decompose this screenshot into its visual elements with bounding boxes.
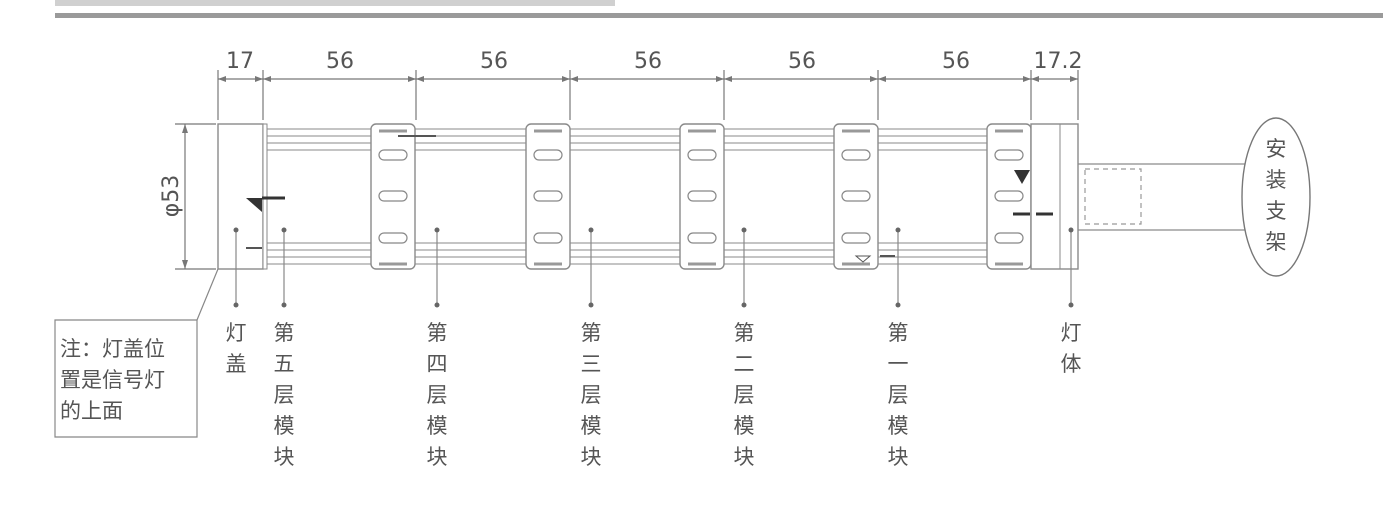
dim-module-3: 56 bbox=[634, 49, 662, 74]
clamp-slot bbox=[994, 190, 1024, 202]
label-module-4: 第四层模块 bbox=[427, 321, 448, 469]
bracket-tube bbox=[1078, 163, 1258, 231]
leader-dots bbox=[233, 227, 1074, 308]
note-text: 注：灯盖位置是信号灯的上面 bbox=[60, 337, 165, 423]
part-labels: 灯盖 第五层模块 第四层模块 第三层模块 第二层模块 第一层模块 灯体 bbox=[226, 321, 1082, 469]
dimension-arrows bbox=[218, 76, 1078, 82]
clamp-slot bbox=[378, 190, 408, 202]
label-module-5: 第五层模块 bbox=[274, 321, 295, 469]
label-cover: 灯盖 bbox=[226, 321, 247, 376]
clamp-slot bbox=[378, 149, 408, 161]
leader-lines bbox=[235, 230, 1072, 305]
drain-triangle-icon bbox=[854, 255, 872, 263]
mounting-bracket-ellipse bbox=[1241, 117, 1311, 277]
clamp-slot bbox=[687, 149, 717, 161]
label-module-1: 第一层模块 bbox=[888, 321, 909, 469]
dim-diameter: φ53 bbox=[159, 175, 184, 218]
clamp-slot bbox=[378, 232, 408, 244]
module-clamps bbox=[370, 123, 1032, 270]
clamp-slot bbox=[687, 190, 717, 202]
label-body: 灯体 bbox=[1061, 321, 1082, 376]
cover-triangle-icon bbox=[246, 198, 262, 212]
clamp-slot bbox=[841, 149, 871, 161]
svg-text:安装支架: 安装支架 bbox=[1266, 137, 1287, 254]
diameter-dimension bbox=[175, 123, 216, 270]
dim-module-2: 56 bbox=[788, 49, 816, 74]
label-module-2: 第二层模块 bbox=[734, 321, 755, 469]
dim-module-1: 56 bbox=[942, 49, 970, 74]
dim-module-5: 56 bbox=[326, 49, 354, 74]
module-clamp bbox=[370, 123, 416, 270]
body-triangle-icon bbox=[1014, 170, 1030, 184]
dimension-chain bbox=[217, 70, 1079, 120]
diameter-arrow-bottom bbox=[182, 260, 188, 269]
diameter-arrow-top bbox=[182, 124, 188, 133]
dim-module-4: 56 bbox=[480, 49, 508, 74]
clamp-slot bbox=[533, 232, 563, 244]
module-clamp bbox=[833, 123, 879, 270]
lamp-body bbox=[1013, 123, 1079, 270]
label-module-3: 第三层模块 bbox=[581, 321, 602, 469]
header-rule bbox=[55, 13, 1383, 18]
lamp-cover bbox=[217, 123, 285, 270]
clamp-slot bbox=[533, 190, 563, 202]
clamp-slot bbox=[994, 149, 1024, 161]
mounting-bracket-label: 安装支架 bbox=[1266, 137, 1287, 254]
dim-cover: 17 bbox=[226, 49, 254, 74]
clamp-slot bbox=[994, 232, 1024, 244]
module-clamp bbox=[679, 123, 725, 270]
module-clamp bbox=[525, 123, 571, 270]
clamp-slot bbox=[533, 149, 563, 161]
module-clamp bbox=[986, 123, 1032, 270]
header-title-remnant bbox=[55, 0, 615, 6]
clamp-slot bbox=[841, 190, 871, 202]
dim-body: 17.2 bbox=[1034, 49, 1083, 74]
clamp-slot bbox=[841, 232, 871, 244]
note-box: 注：灯盖位置是信号灯的上面 bbox=[54, 268, 219, 438]
clamp-slot bbox=[687, 232, 717, 244]
